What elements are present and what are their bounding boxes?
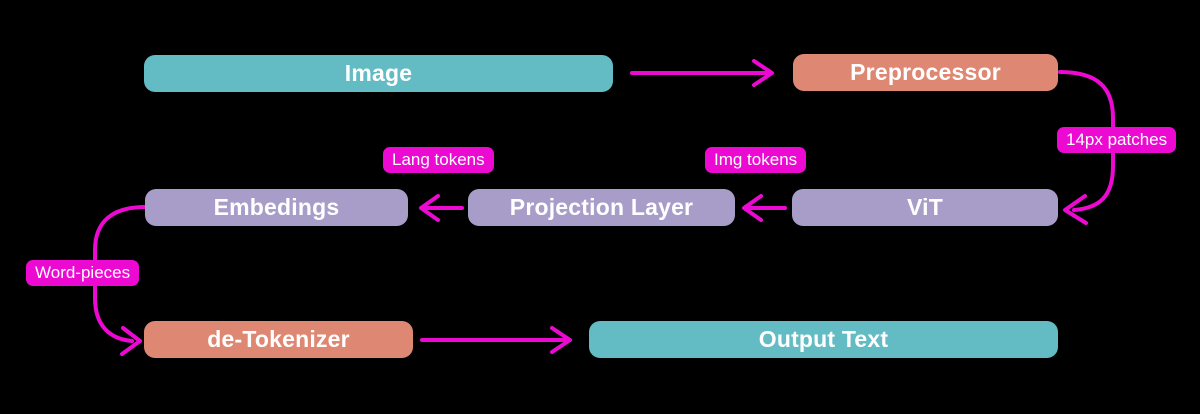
node-preprocessor: Preprocessor bbox=[793, 54, 1058, 91]
edge-label-lang-tokens: Lang tokens bbox=[383, 147, 494, 173]
node-embedings-label: Embedings bbox=[213, 194, 340, 220]
arrow-image-to-preprocessor bbox=[630, 59, 774, 87]
node-embedings: Embedings bbox=[145, 189, 408, 226]
node-de-tokenizer-label: de-Tokenizer bbox=[207, 326, 350, 352]
arrow-vit-to-projection-layer bbox=[742, 194, 787, 222]
edge-label-img-tokens-text: Img tokens bbox=[714, 150, 798, 169]
edge-label-word-pieces: Word-pieces bbox=[26, 260, 140, 286]
node-preprocessor-label: Preprocessor bbox=[850, 59, 1001, 85]
node-projection-layer: Projection Layer bbox=[468, 189, 735, 226]
edge-label-14px-patches-text: 14px patches bbox=[1066, 130, 1168, 149]
node-image-label: Image bbox=[344, 60, 413, 86]
edge-label-14px-patches: 14px patches bbox=[1057, 127, 1177, 153]
arrow-detokenizer-to-output-text bbox=[420, 326, 572, 354]
node-vit: ViT bbox=[792, 189, 1058, 226]
node-image: Image bbox=[144, 55, 613, 92]
node-output-text-label: Output Text bbox=[758, 326, 889, 352]
node-de-tokenizer: de-Tokenizer bbox=[144, 321, 413, 358]
node-projection-layer-label: Projection Layer bbox=[509, 194, 694, 220]
arrow-embedings-to-detokenizer bbox=[93, 205, 147, 356]
node-vit-label: ViT bbox=[907, 194, 943, 220]
node-output-text: Output Text bbox=[589, 321, 1058, 358]
arrow-projection-layer-to-embedings bbox=[419, 194, 464, 222]
arrow-preprocessor-to-vit bbox=[1058, 70, 1115, 225]
edge-label-img-tokens: Img tokens bbox=[705, 147, 807, 173]
edge-label-word-pieces-text: Word-pieces bbox=[35, 263, 131, 282]
edge-label-lang-tokens-text: Lang tokens bbox=[392, 150, 485, 169]
